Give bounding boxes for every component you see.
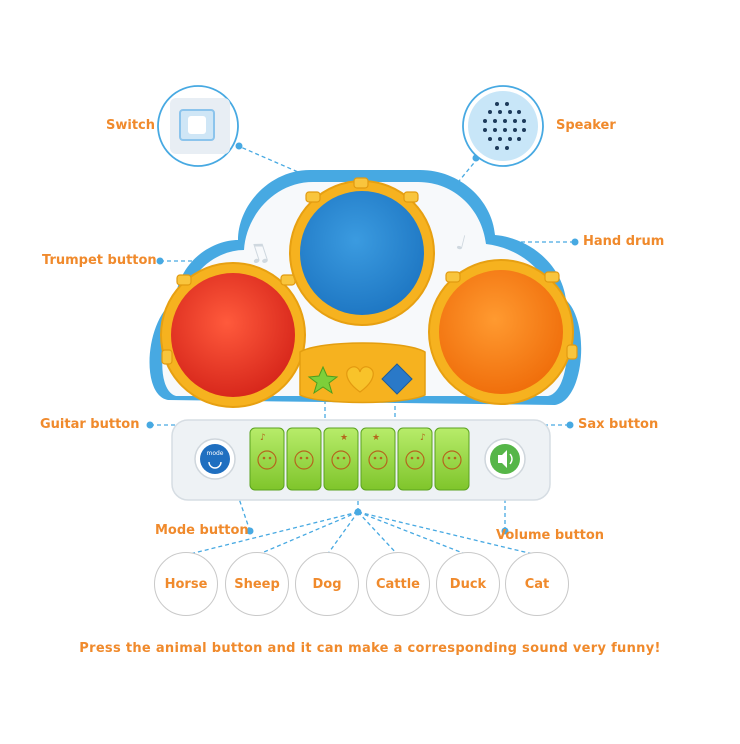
animal-duck: Duck (436, 552, 500, 616)
animal-keys: ♪ ★ ★ ♪ (249, 427, 470, 491)
svg-text:♪: ♪ (260, 433, 266, 443)
animal-cat: Cat (505, 552, 569, 616)
trumpet-button-label: Trumpet button (42, 253, 157, 268)
svg-text:♪: ♪ (420, 433, 426, 443)
speaker-label: Speaker (556, 118, 616, 133)
switch-label: Switch (106, 118, 156, 133)
switch-detail (157, 85, 239, 167)
mode-button-text: mode (206, 450, 223, 457)
speaker-detail (462, 85, 544, 167)
hand-drum-label: Hand drum (583, 234, 665, 249)
svg-text:★: ★ (372, 433, 380, 443)
guitar-button-label: Guitar button (40, 417, 140, 432)
dog-leader (326, 511, 359, 556)
animal-dog: Dog (295, 552, 359, 616)
horse-leader (185, 511, 359, 556)
animal-horse: Horse (154, 552, 218, 616)
toy-body: ♫ ♩ (149, 170, 582, 501)
volume-button-label: Volume button (496, 528, 605, 543)
sheep-leader (256, 511, 359, 556)
cattle-leader (357, 511, 399, 556)
duck-leader (357, 511, 469, 556)
mode-leader (231, 477, 251, 532)
caption-text: Press the animal button and it can make … (79, 641, 661, 656)
svg-text:★: ★ (340, 433, 348, 443)
animal-cattle: Cattle (366, 552, 430, 616)
trumpet-button-shape (346, 366, 374, 393)
sax-button-label: Sax button (578, 417, 659, 432)
cat-leader (357, 511, 538, 556)
drum-red (171, 273, 295, 397)
animal-sheep: Sheep (225, 552, 289, 616)
switch-leader (235, 144, 306, 176)
guitar-button-shape (307, 365, 339, 395)
mode-button-shape (200, 444, 230, 474)
sax-button-shape (381, 363, 413, 395)
drum-blue (300, 191, 424, 315)
drum-orange (439, 270, 563, 394)
mode-button-label: Mode button (155, 523, 249, 538)
